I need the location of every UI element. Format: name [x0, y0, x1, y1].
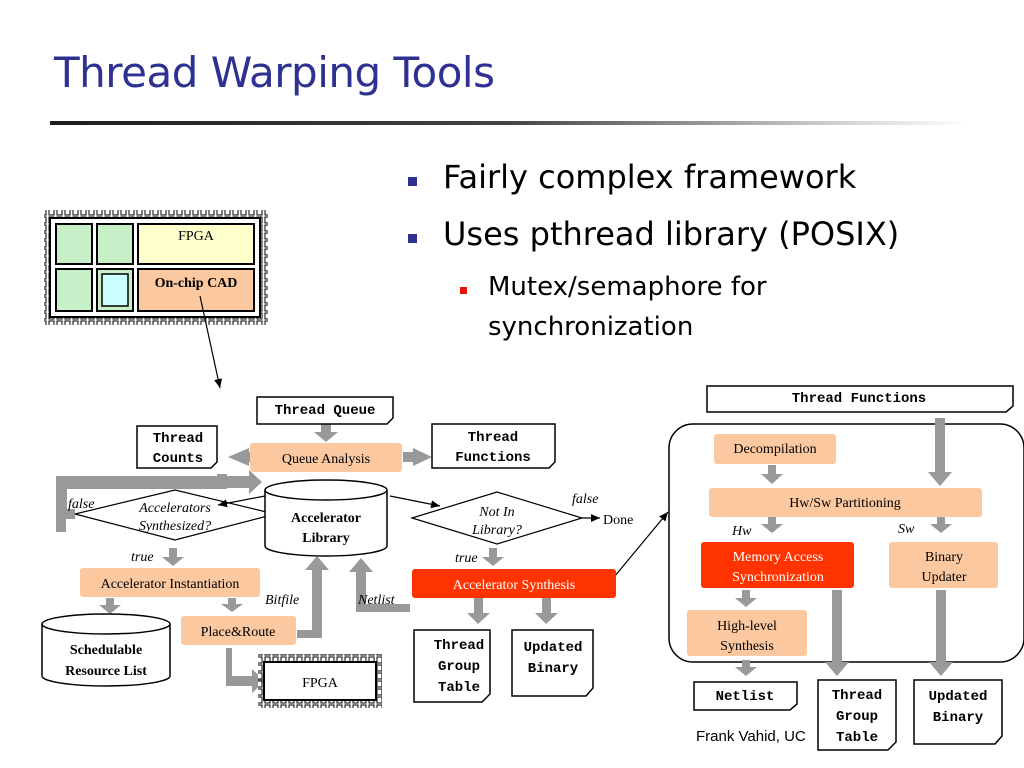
thread-queue-label: Thread Queue — [275, 403, 376, 419]
synth-thread-functions-label: Thread Functions — [792, 391, 926, 407]
accel-synth-q-line-2: Synthesized? — [139, 519, 211, 534]
sub-bullet-square-icon — [460, 287, 467, 294]
true-label-2: true — [455, 551, 478, 566]
thread-functions-line-2: Functions — [455, 450, 531, 466]
queue-analysis-box — [250, 443, 402, 472]
accel-synth-q-line-1: Accelerators — [138, 501, 211, 516]
tgt-line-2: Group — [438, 659, 480, 675]
hw-label: Hw — [731, 524, 752, 539]
decompilation-label: Decompilation — [733, 442, 816, 457]
schedulable-line-1: Schedulable — [70, 643, 142, 658]
thread-group-table-doc — [413, 629, 491, 703]
ub-line-2: Binary — [528, 661, 579, 677]
binary-updater-box — [889, 542, 998, 588]
memory-access-sync-box — [701, 542, 854, 588]
footer-author: Frank Vahid, UC — [696, 728, 806, 745]
binary-updater-line-1: Binary — [925, 550, 963, 565]
accelerator-instantiation-box — [80, 568, 260, 597]
bitfile-label: Bitfile — [265, 593, 299, 608]
synth-gray-arrows — [735, 418, 953, 676]
synth-thread-functions-doc — [706, 385, 1014, 413]
library-to-decision-arrow — [217, 495, 266, 508]
false-label-2: false — [572, 492, 598, 507]
updated-binary-doc — [511, 629, 594, 697]
synth-tgt-line-2: Group — [836, 709, 878, 725]
place-route-label: Place&Route — [201, 625, 276, 640]
tgt-line-3: Table — [438, 680, 480, 696]
thread-counts-doc — [136, 425, 218, 469]
chip-fpga-label: FPGA — [178, 229, 215, 244]
accel-instantiation-label: Accelerator Instantiation — [101, 577, 240, 592]
netlist-output-doc — [693, 681, 798, 711]
memory-access-line-2: Synchronization — [732, 570, 824, 585]
title-divider — [50, 121, 970, 125]
false-loop-arrow — [57, 474, 227, 519]
decompilation-box — [714, 434, 836, 464]
accel-synthesis-label: Accelerator Synthesis — [453, 578, 575, 593]
thread-functions-line-1: Thread — [468, 430, 518, 446]
cad-to-flow-arrow — [199, 295, 222, 389]
fpga-bottom-label: FPGA — [302, 676, 339, 691]
netlist-flow-label: Netlist — [357, 593, 396, 608]
binary-updater-line-2: Updater — [921, 570, 966, 585]
synthesis-zoom-arrow — [609, 511, 669, 583]
synth-ub-line-2: Binary — [933, 710, 984, 726]
netlist-output-label: Netlist — [716, 689, 775, 705]
hwsw-partitioning-box — [709, 488, 982, 517]
synth-thread-group-table-doc — [817, 679, 897, 751]
fpga-bottom-chip-icon — [258, 654, 382, 708]
synth-tgt-line-1: Thread — [832, 688, 882, 704]
schedulable-line-2: Resource List — [65, 664, 147, 679]
false-label-1: false — [68, 497, 94, 512]
queue-analysis-label: Queue Analysis — [282, 452, 370, 467]
high-level-line-1: High-level — [717, 619, 777, 634]
bullet-square-icon — [408, 234, 417, 243]
bullet-1: Fairly complex framework — [443, 158, 857, 196]
bullet-2: Uses pthread library (POSIX) — [443, 215, 900, 253]
place-route-box — [181, 616, 296, 645]
slide-title: Thread Warping Tools — [54, 48, 495, 97]
ub-line-1: Updated — [524, 640, 583, 656]
thread-functions-doc — [431, 423, 556, 469]
library-to-not-in-arrow — [389, 495, 441, 509]
fpga-chip-icon — [44, 210, 268, 325]
accelerator-synthesis-box — [412, 569, 616, 598]
accel-library-line-2: Library — [302, 531, 349, 546]
not-in-library-line-1: Not In — [478, 505, 514, 520]
thread-counts-line-2: Counts — [153, 451, 203, 467]
high-level-synthesis-box — [687, 610, 807, 656]
accelerator-library-db — [264, 479, 388, 557]
done-label: Done — [603, 513, 633, 528]
thread-counts-line-1: Thread — [153, 431, 203, 447]
tgt-line-1: Thread — [434, 638, 484, 654]
accel-library-line-1: Accelerator — [291, 511, 361, 526]
synth-ub-line-1: Updated — [929, 689, 988, 705]
sw-label: Sw — [898, 522, 915, 537]
not-in-library-line-2: Library? — [471, 523, 522, 538]
synth-updated-binary-doc — [913, 679, 1003, 745]
memory-access-line-1: Memory Access — [733, 550, 824, 565]
chip-cad-label: On-chip CAD — [155, 276, 238, 291]
high-level-line-2: Synthesis — [720, 639, 774, 654]
schedulable-resource-list-db — [41, 613, 171, 687]
true-label-1: true — [131, 550, 154, 565]
sub-bullet-line-1: Mutex/semaphore for — [488, 272, 767, 302]
hwsw-partitioning-label: Hw/Sw Partitioning — [789, 496, 901, 511]
synth-tgt-line-3: Table — [836, 730, 878, 746]
sub-bullet-line-2: synchronization — [488, 312, 694, 342]
bullet-square-icon — [408, 177, 417, 186]
thread-queue-doc — [256, 396, 394, 425]
